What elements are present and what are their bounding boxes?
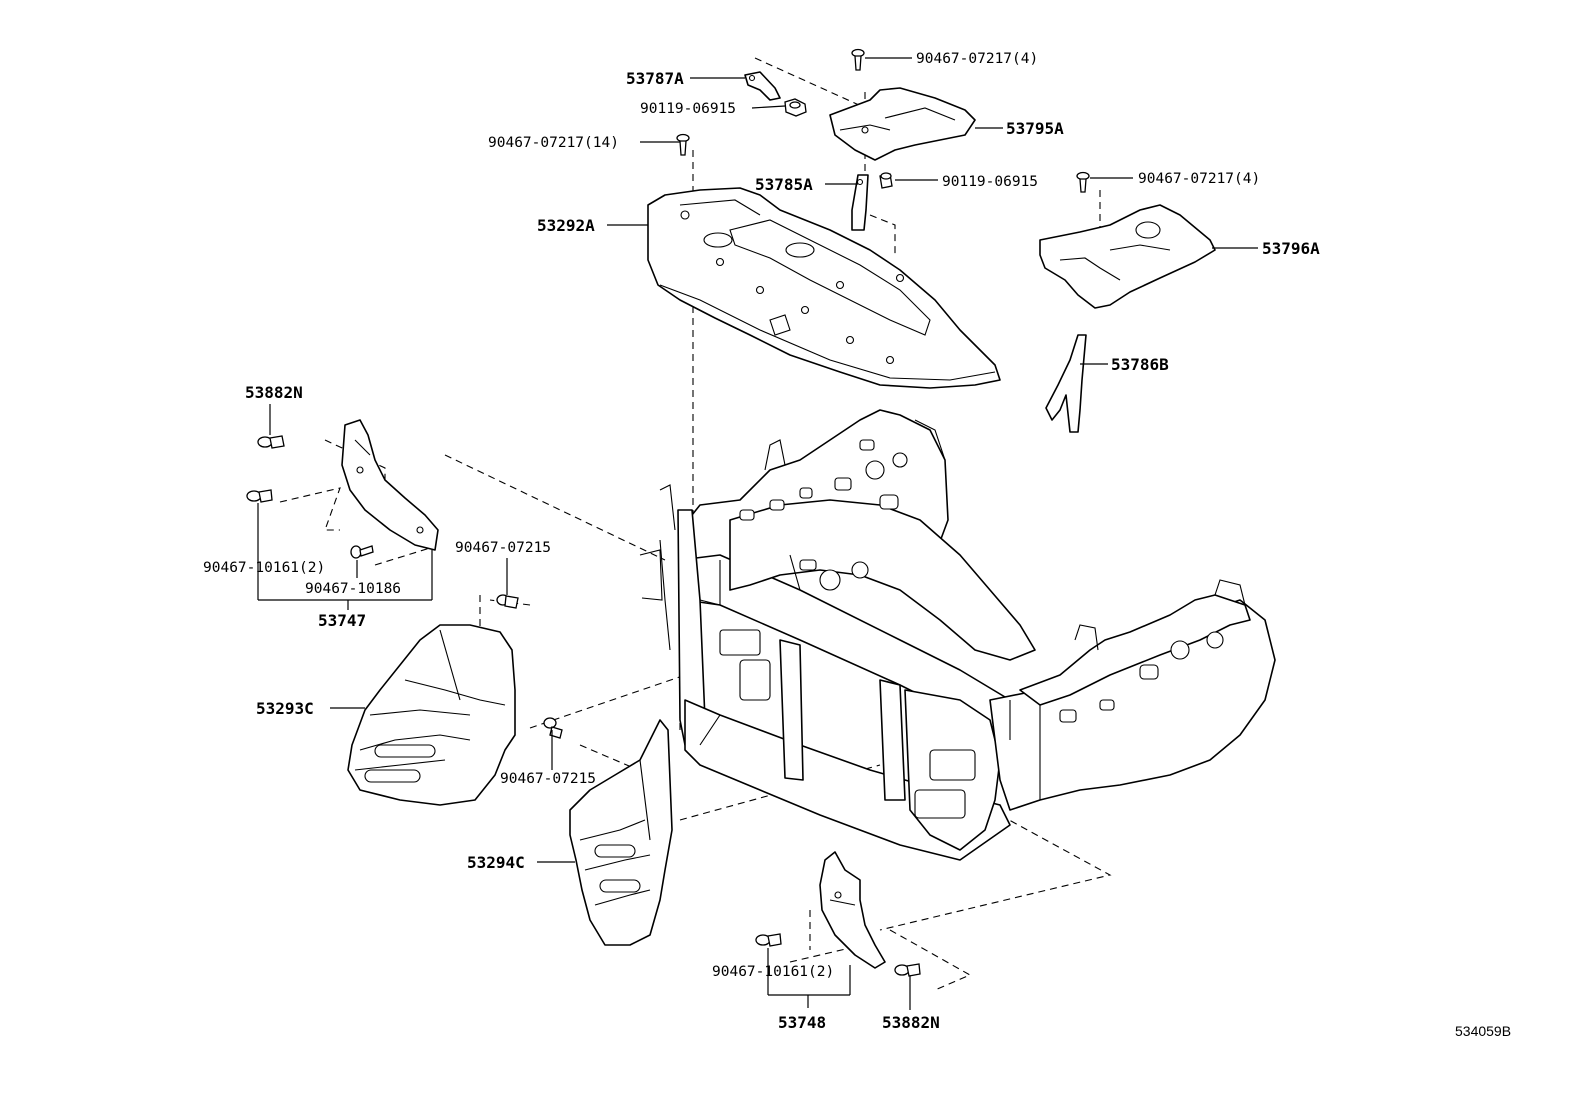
front-body-structure [639,409,1276,861]
part-53785A-stay [851,174,869,231]
label-90467-07217-4: 90467-07217(4) [916,51,1038,67]
label-53786B: 53786B [1111,355,1169,374]
fasteners [246,48,1090,977]
label-90467-10161-2: 90467-10161(2) [712,964,834,980]
label-53787A: 53787A [626,69,684,88]
label-53795A: 53795A [1006,119,1064,138]
bolt-icon [879,172,893,189]
label-53747: 53747 [318,611,366,630]
clip-icon [350,545,374,559]
label-90467-07215: 90467-07215 [455,540,551,556]
part-53748-bracket [819,851,886,969]
clip-icon [496,594,519,609]
part-53294C-duct [569,719,673,946]
clip-icon [755,933,782,947]
part-53292A-cover [647,187,1001,389]
label-90467-07217-4: 90467-07217(4) [1138,171,1260,187]
label-53882N: 53882N [245,383,303,402]
label-53293C: 53293C [256,699,314,718]
label-90119-06915: 90119-06915 [942,174,1038,190]
label-90467-10186: 90467-10186 [305,581,401,597]
leader-lines [257,57,1258,1010]
label-53796A: 53796A [1262,239,1320,258]
label-53882N: 53882N [882,1013,940,1032]
part-53796A-cover [1039,204,1216,309]
part-53747-bracket [341,419,439,551]
clip-icon [1076,171,1090,193]
clip-icon [543,717,563,739]
label-90119-06915: 90119-06915 [640,101,736,117]
label-53748: 53748 [778,1013,826,1032]
label-90467-07215: 90467-07215 [500,771,596,787]
clip-icon [676,133,690,156]
label-90467-10161-2: 90467-10161(2) [203,560,325,576]
diagram-code: 534059B [1455,1023,1511,1039]
clip-icon [894,963,921,977]
part-53786B-stay [1045,334,1087,433]
bolt-icon [784,98,807,117]
clip-icon [246,489,273,503]
clip-icon [257,435,285,449]
label-90467-07217-14: 90467-07217(14) [488,135,619,151]
label-53294C: 53294C [467,853,525,872]
label-53785A: 53785A [755,175,813,194]
part-53293C-duct [347,624,516,806]
part-53795A-cover [829,87,976,161]
label-53292A: 53292A [537,216,595,235]
part-53787A-bracket [744,71,781,101]
part-labels: 53787A 90119-06915 90467-07217(4) 53795A… [203,51,1511,1039]
clip-icon [851,48,865,71]
